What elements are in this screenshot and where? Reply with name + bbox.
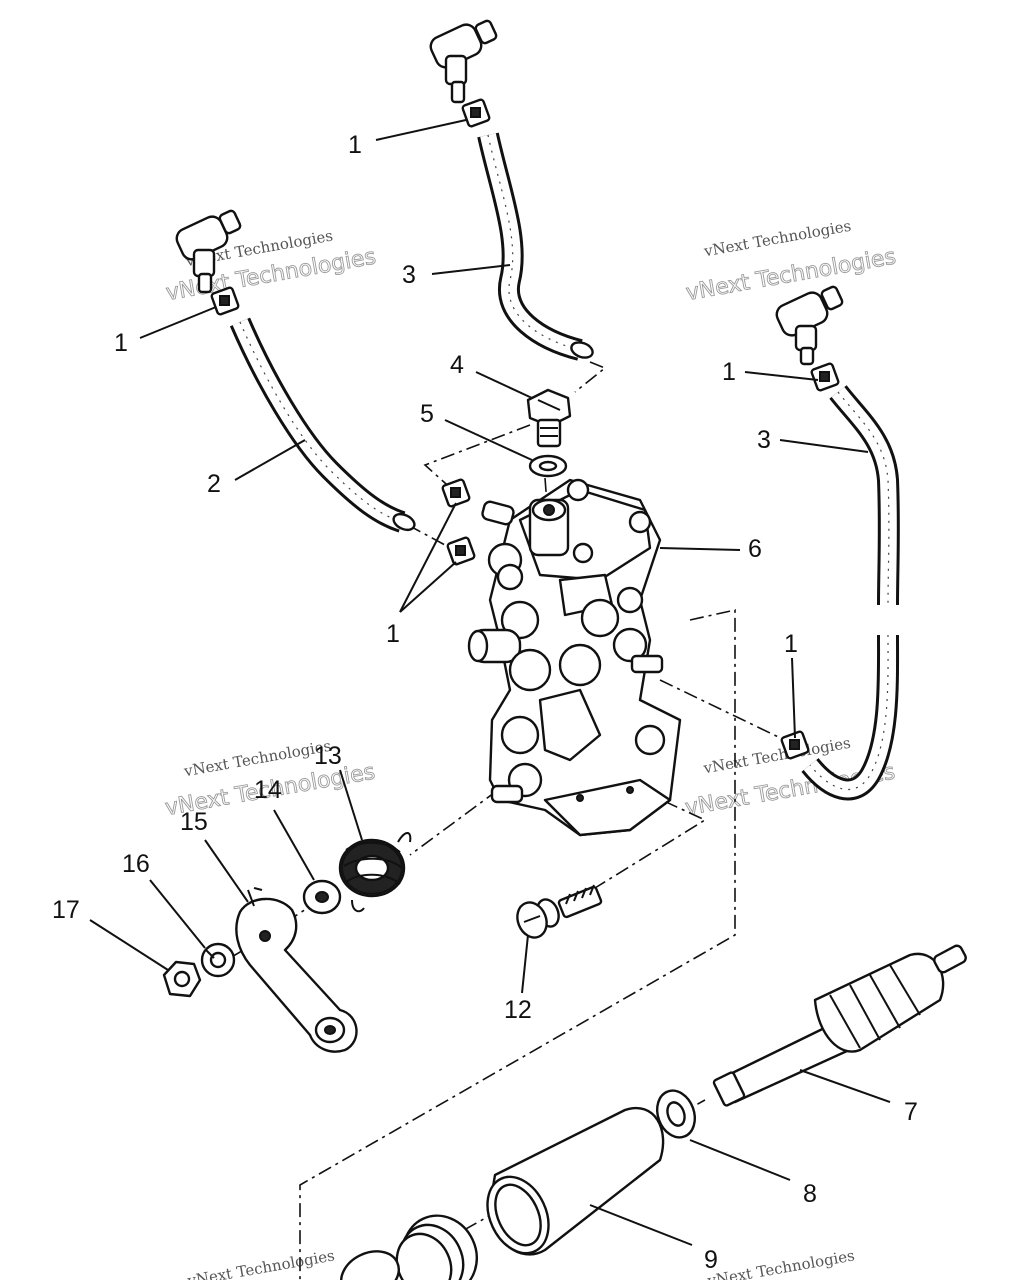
banjo-bolt	[526, 388, 572, 448]
callout-4: 4	[450, 351, 464, 379]
elbow-fitting-left	[175, 209, 242, 294]
hose-clamp-pump-lower	[446, 536, 476, 566]
hose-3-right-upper	[829, 385, 900, 606]
hex-nut	[162, 960, 202, 998]
return-spring	[338, 832, 412, 913]
elbow-fitting-top	[429, 19, 498, 104]
hose-clamp-right	[810, 362, 840, 392]
watermark-bottom-right: vNext Technologies	[705, 1246, 856, 1280]
callout-3: 3	[757, 426, 771, 454]
callout-2: 2	[207, 470, 221, 498]
drive-sleeve	[486, 1106, 665, 1256]
callout-1: 1	[784, 630, 798, 658]
callout-15: 15	[180, 808, 208, 836]
hose-clamp-left	[210, 286, 240, 316]
callout-7: 7	[904, 1098, 918, 1126]
watermark-top-right: vNext Technologies vNext Technologies	[684, 217, 899, 307]
callout-17: 17	[52, 896, 80, 924]
mounting-screw	[516, 884, 603, 939]
callout-6: 6	[748, 535, 762, 563]
o-ring	[340, 1250, 400, 1280]
elbow-fitting-right	[775, 285, 844, 366]
callout-3: 3	[402, 261, 416, 289]
callout-13: 13	[314, 742, 342, 770]
thrust-washer	[655, 1089, 697, 1139]
hose-2	[229, 317, 416, 533]
hose-3-right-lower	[801, 634, 900, 801]
drive-spring	[395, 1214, 478, 1280]
sealing-washer	[528, 454, 568, 478]
hose-clamp-lower-right	[780, 730, 810, 760]
leader-lines	[89, 119, 891, 1246]
oil-pump-body	[467, 478, 682, 837]
watermark-subtext: vNext Technologies	[185, 1246, 336, 1280]
lock-washer	[200, 942, 236, 978]
hose-clamp-top	[461, 98, 491, 128]
callout-14: 14	[254, 776, 282, 804]
drive-gear-shaft	[712, 944, 967, 1107]
callout-labels: 1 3 1 2 4 5 1 3 6 1 1 13 14 15 16 17 12 …	[52, 131, 918, 1274]
callout-1: 1	[348, 131, 362, 159]
callout-16: 16	[122, 850, 150, 878]
assembly-guide-lines	[209, 361, 796, 1280]
watermark-subtext: vNext Technologies	[705, 1246, 856, 1280]
callout-9: 9	[704, 1246, 718, 1274]
hose-clamp-pump-upper	[441, 478, 471, 508]
callout-8: 8	[803, 1180, 817, 1208]
watermark-bottom-left: vNext Technologies	[185, 1246, 336, 1280]
callout-5: 5	[420, 400, 434, 428]
callout-12: 12	[504, 996, 532, 1024]
watermark-subtext: vNext Technologies	[702, 217, 853, 261]
flat-washer	[302, 879, 342, 915]
callout-1: 1	[722, 358, 736, 386]
pump-control-lever	[235, 887, 358, 1053]
hose-3-top	[477, 132, 594, 361]
callout-1: 1	[386, 620, 400, 648]
callout-1: 1	[114, 329, 128, 357]
